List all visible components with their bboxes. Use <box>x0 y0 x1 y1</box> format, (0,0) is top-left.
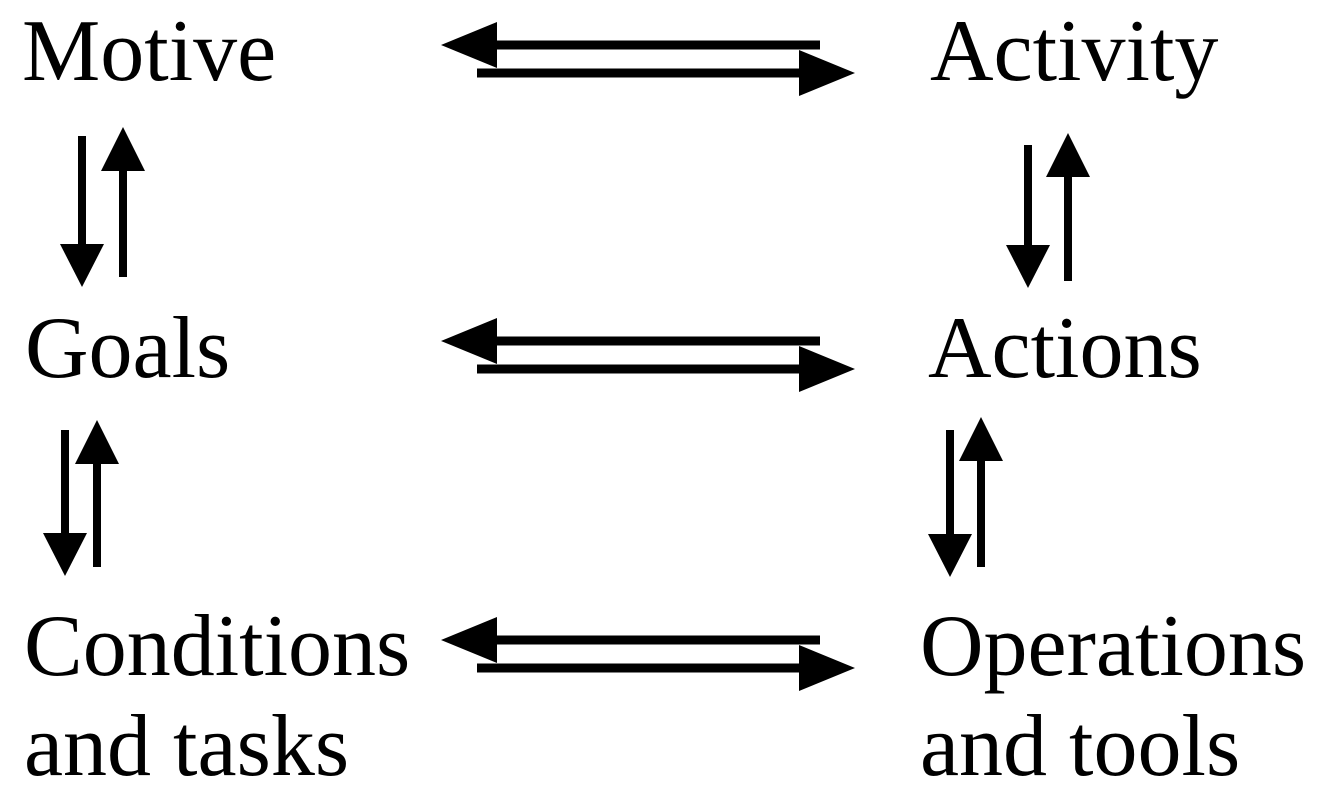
node-actions: Actions <box>928 300 1202 397</box>
arrowhead-up <box>101 127 145 171</box>
arrowhead-left <box>441 318 497 364</box>
node-operations-line1: Operations <box>920 598 1307 695</box>
bidirectional-arrow-goals-actions <box>441 318 855 392</box>
node-activity: Activity <box>930 3 1219 100</box>
arrowhead-down <box>928 534 972 577</box>
arrowhead-down <box>43 533 87 576</box>
node-motive: Motive <box>22 3 277 100</box>
node-conditions-line2: and tasks <box>24 698 350 795</box>
arrowhead-down <box>1006 245 1050 288</box>
bidirectional-arrow-goals-conditions <box>43 420 119 576</box>
arrowhead-right <box>799 645 855 691</box>
bidirectional-arrow-conditions-operations <box>441 617 855 691</box>
node-goals: Goals <box>25 300 231 397</box>
node-conditions-and-tasks: Conditions and tasks <box>24 597 410 797</box>
arrowhead-up <box>1046 133 1090 177</box>
node-operations-and-tools: Operations and tools <box>920 597 1306 797</box>
arrowhead-left <box>441 617 497 663</box>
arrowhead-right <box>799 346 855 392</box>
arrowhead-down <box>60 244 104 287</box>
bidirectional-arrow-actions-operations <box>928 417 1003 577</box>
bidirectional-arrow-activity-actions <box>1006 133 1090 288</box>
arrowhead-up <box>959 417 1003 461</box>
bidirectional-arrow-motive-goals <box>60 127 145 287</box>
arrowhead-left <box>441 22 497 68</box>
node-operations-line2: and tools <box>920 698 1241 795</box>
node-conditions-line1: Conditions <box>24 598 411 695</box>
arrowhead-right <box>799 50 855 96</box>
bidirectional-arrow-motive-activity <box>441 22 855 96</box>
arrowhead-up <box>75 420 119 464</box>
